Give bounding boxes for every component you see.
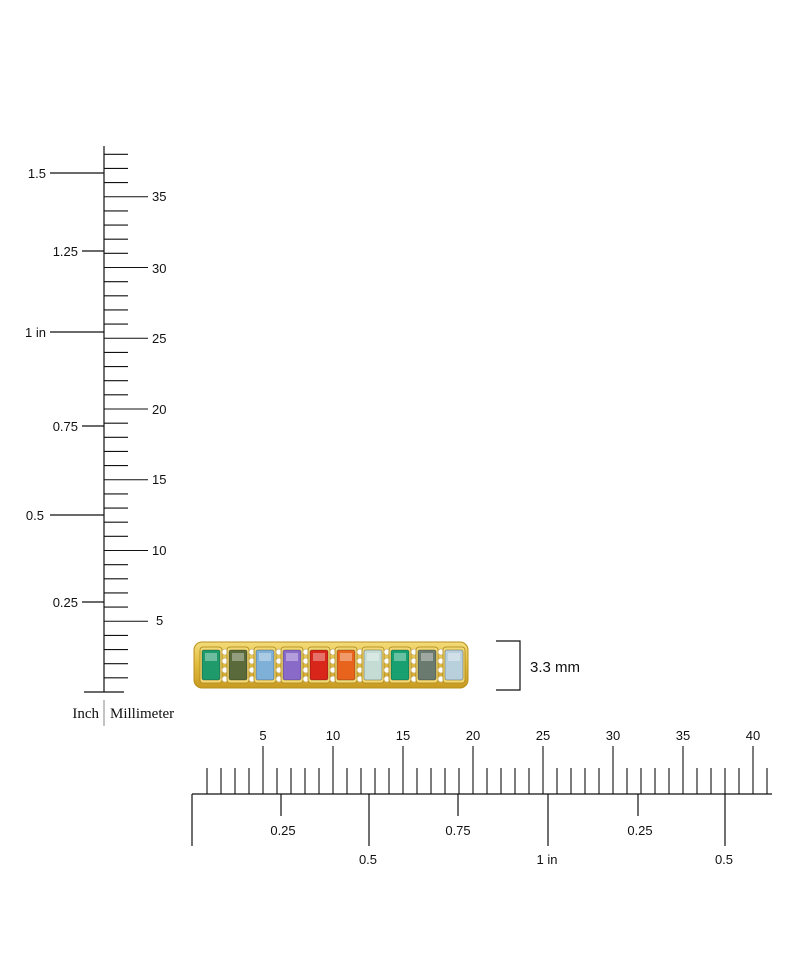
stone-highlight xyxy=(367,653,379,661)
h-mm-label: 15 xyxy=(396,728,410,743)
ring-stones xyxy=(199,646,466,684)
v-inch-label: 0.75 xyxy=(53,419,78,434)
stone-highlight xyxy=(340,653,352,661)
v-mm-label: 35 xyxy=(152,189,166,204)
baguette-stone xyxy=(228,649,248,681)
stone-highlight xyxy=(232,653,244,661)
h-mm-label: 10 xyxy=(326,728,340,743)
v-mm-label: 5 xyxy=(156,613,163,628)
v-inch-label: 1 in xyxy=(25,325,46,340)
stone-highlight xyxy=(394,653,406,661)
h-inch-label: 0.25 xyxy=(627,823,652,838)
baguette-stone xyxy=(309,649,329,681)
inch-caption: Inch xyxy=(72,706,99,722)
horizontal-mm-labels: 5 10 15 20 25 30 35 40 xyxy=(259,728,760,743)
h-inch-label: 0.5 xyxy=(715,852,733,867)
h-mm-label: 35 xyxy=(676,728,690,743)
stone-highlight xyxy=(205,653,217,661)
baguette-stone xyxy=(282,649,302,681)
baguette-stone xyxy=(255,649,275,681)
baguette-stone xyxy=(336,649,356,681)
baguette-stone xyxy=(363,649,383,681)
baguette-stone xyxy=(390,649,410,681)
stone-highlight xyxy=(313,653,325,661)
stone-highlight xyxy=(421,653,433,661)
h-mm-label: 20 xyxy=(466,728,480,743)
horizontal-mm-ticks xyxy=(206,746,768,794)
v-inch-label: 0.5 xyxy=(26,508,44,523)
h-mm-label: 5 xyxy=(259,728,266,743)
millimeter-caption: Millimeter xyxy=(110,706,174,722)
vertical-mm-ticks xyxy=(104,153,148,679)
stone-highlight xyxy=(448,653,460,661)
baguette-stone xyxy=(444,649,464,681)
width-indicator: 3.3 mm xyxy=(496,640,580,691)
vertical-inch-labels: 1.5 1.25 1 in 0.75 0.5 0.25 xyxy=(25,166,78,610)
vertical-mm-labels: 35 30 25 20 15 10 5 xyxy=(152,189,166,628)
vertical-inch-ticks xyxy=(50,172,104,603)
baguette-stone xyxy=(417,649,437,681)
v-inch-label: 1.5 xyxy=(28,166,46,181)
h-inch-label: 1 in xyxy=(537,852,558,867)
horizontal-inch-labels: 0.25 0.75 0.25 0.5 1 in 0.5 xyxy=(270,823,733,867)
h-inch-label: 0.75 xyxy=(445,823,470,838)
v-inch-label: 1.25 xyxy=(53,244,78,259)
h-inch-label: 0.5 xyxy=(359,852,377,867)
stone-highlight xyxy=(259,653,271,661)
h-inch-label: 0.25 xyxy=(270,823,295,838)
v-mm-label: 15 xyxy=(152,472,166,487)
horizontal-ruler: 5 10 15 20 25 30 35 40 0.25 0.75 0.25 0.… xyxy=(191,728,772,867)
v-mm-label: 25 xyxy=(152,331,166,346)
h-mm-label: 30 xyxy=(606,728,620,743)
h-mm-label: 25 xyxy=(536,728,550,743)
v-mm-label: 20 xyxy=(152,402,166,417)
v-inch-label: 0.25 xyxy=(53,595,78,610)
v-mm-label: 30 xyxy=(152,261,166,276)
h-mm-label: 40 xyxy=(746,728,760,743)
v-mm-label: 10 xyxy=(152,543,166,558)
stone-highlight xyxy=(286,653,298,661)
baguette-stone xyxy=(201,649,221,681)
width-label: 3.3 mm xyxy=(530,659,580,676)
vertical-ruler: 1.5 1.25 1 in 0.75 0.5 0.25 35 30 25 20 … xyxy=(25,146,174,726)
horizontal-inch-ticks xyxy=(280,794,726,846)
ring-band xyxy=(193,641,469,689)
